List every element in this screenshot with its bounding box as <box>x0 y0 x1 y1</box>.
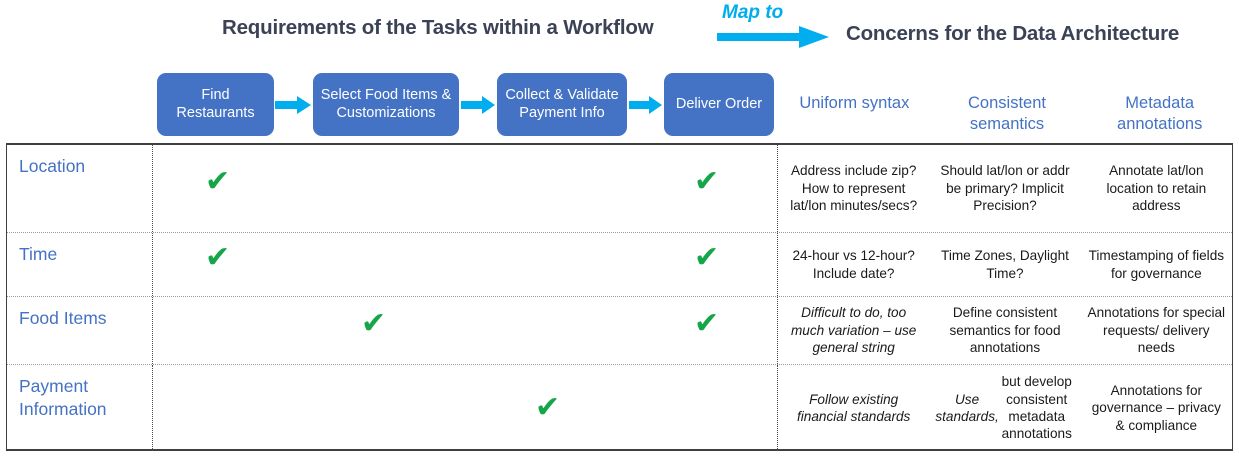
concern-note: 24-hour vs 12-hour? Include date? <box>792 248 915 281</box>
checkmark-icon: ✔ <box>694 306 720 341</box>
row-label-food-items: Food Items <box>7 297 153 364</box>
checkmark-icon: ✔ <box>205 240 231 275</box>
row-checkmarks: ✔ <box>153 365 778 451</box>
header-band: Requirements of the Tasks within a Workf… <box>0 0 1239 60</box>
checkmark-icon: ✔ <box>535 390 561 425</box>
column-header-consistent-semantics: Consistent semantics <box>968 94 1046 133</box>
process-step-label: Select Food Items & Customizations <box>320 87 452 121</box>
process-step-label: Deliver Order <box>675 95 763 112</box>
concern-note: Difficult to do, too much variation – us… <box>790 305 917 356</box>
row-concern-notes: 24-hour vs 12-hour? Include date? Time Zo… <box>778 233 1232 296</box>
row-checkmarks: ✔✔ <box>153 145 778 232</box>
concern-note: Define consistent semantics for food ann… <box>949 305 1061 356</box>
row-checkmarks: ✔✔ <box>153 297 778 364</box>
checkmark-icon: ✔ <box>205 164 231 199</box>
row-concern-notes: Follow existing financial standards Use s… <box>778 365 1232 451</box>
concern-note: Use standards, but develop consistent me… <box>935 374 1072 442</box>
process-step-label: Collect & Validate Payment Info <box>505 87 619 121</box>
process-step-select-food-items[interactable]: Select Food Items & Customizations <box>313 73 459 136</box>
checkmark-icon: ✔ <box>694 164 720 199</box>
requirements-matrix: Location✔✔Address include zip? How to re… <box>6 143 1233 451</box>
concern-note: Annotate lat/lon location to retain addr… <box>1106 163 1207 214</box>
row-checkmarks: ✔✔ <box>153 233 778 296</box>
concern-note: Annotations for special requests/ delive… <box>1087 305 1226 356</box>
process-step-collect-validate-payment[interactable]: Collect & Validate Payment Info <box>497 73 627 136</box>
table-row: Food Items✔✔Difficult to do, too much va… <box>7 297 1232 365</box>
process-step-find-restaurants[interactable]: Find Restaurants <box>157 73 274 136</box>
concern-note: Time Zones, Daylight Time? <box>941 248 1069 281</box>
page-title-left: Requirements of the Tasks within a Workf… <box>222 16 654 39</box>
concern-note: Timestamping of fields for governance <box>1088 248 1225 281</box>
concern-column-headers: Uniform syntax Consistent semantics Meta… <box>778 93 1236 143</box>
concern-note: Follow existing financial standards <box>796 391 911 424</box>
row-label-payment-information: Payment Information <box>7 365 153 451</box>
concern-note: Annotations for governance – privacy & c… <box>1091 382 1221 433</box>
process-flow: Find Restaurants Select Food Items & Cus… <box>0 73 1239 143</box>
row-concern-notes: Difficult to do, too much variation – us… <box>778 297 1232 364</box>
map-to-label: Map to <box>722 2 784 23</box>
concern-note-emphasis: Use standards, <box>935 391 999 424</box>
concern-note: Should lat/lon or addr be primary? Impli… <box>940 163 1070 214</box>
row-concern-notes: Address include zip? How to represent la… <box>778 145 1232 232</box>
column-header-metadata-annotations: Metadata annotations <box>1117 94 1203 133</box>
checkmark-icon: ✔ <box>361 306 387 341</box>
column-header-uniform-syntax: Uniform syntax <box>799 94 910 112</box>
row-label-location: Location <box>7 145 153 232</box>
process-step-label: Find Restaurants <box>176 87 255 121</box>
flow-arrow-icon-3 <box>629 96 662 114</box>
table-row: Location✔✔Address include zip? How to re… <box>7 145 1232 233</box>
row-label-time: Time <box>7 233 153 296</box>
table-row: Time✔✔24-hour vs 12-hour? Include date?T… <box>7 233 1232 297</box>
process-step-deliver-order[interactable]: Deliver Order <box>664 73 774 136</box>
concern-note: Address include zip? How to represent la… <box>790 163 918 214</box>
table-row: Payment Information ✔ Follow existing fina… <box>7 365 1232 451</box>
checkmark-icon: ✔ <box>694 240 720 275</box>
map-to-arrow-icon <box>717 26 829 48</box>
flow-arrow-icon-2 <box>461 96 495 114</box>
flow-arrow-icon-1 <box>275 96 311 114</box>
page-title-right: Concerns for the Data Architecture <box>846 22 1180 45</box>
